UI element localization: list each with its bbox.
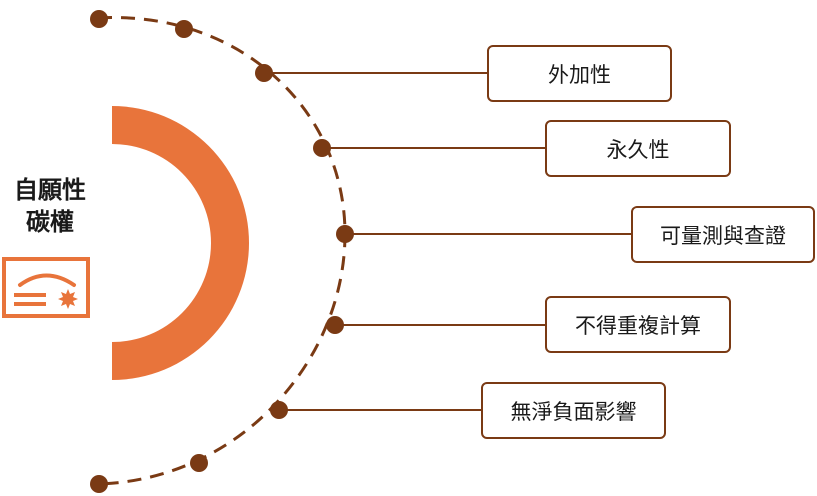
property-box-additionality: 外加性 [487,45,672,102]
arc-dot [326,316,344,334]
arc-dot [270,401,288,419]
property-box-measurable: 可量測與查證 [631,206,815,263]
arc-dot [336,225,354,243]
arc-dot [255,64,273,82]
arc-dot [190,454,208,472]
title-line-1: 自願性 [14,176,86,204]
property-box-no-double-counting: 不得重複計算 [545,296,731,353]
property-box-no-net-harm: 無淨負面影響 [481,382,666,439]
arc-dot [90,10,108,28]
orange-half-ring [112,106,249,380]
property-box-permanence: 永久性 [545,120,731,177]
arc-dot [313,139,331,157]
certificate-icon [2,257,90,318]
title-line-2: 碳權 [26,208,74,236]
arc-dot [175,20,193,38]
arc-dot [90,475,108,493]
